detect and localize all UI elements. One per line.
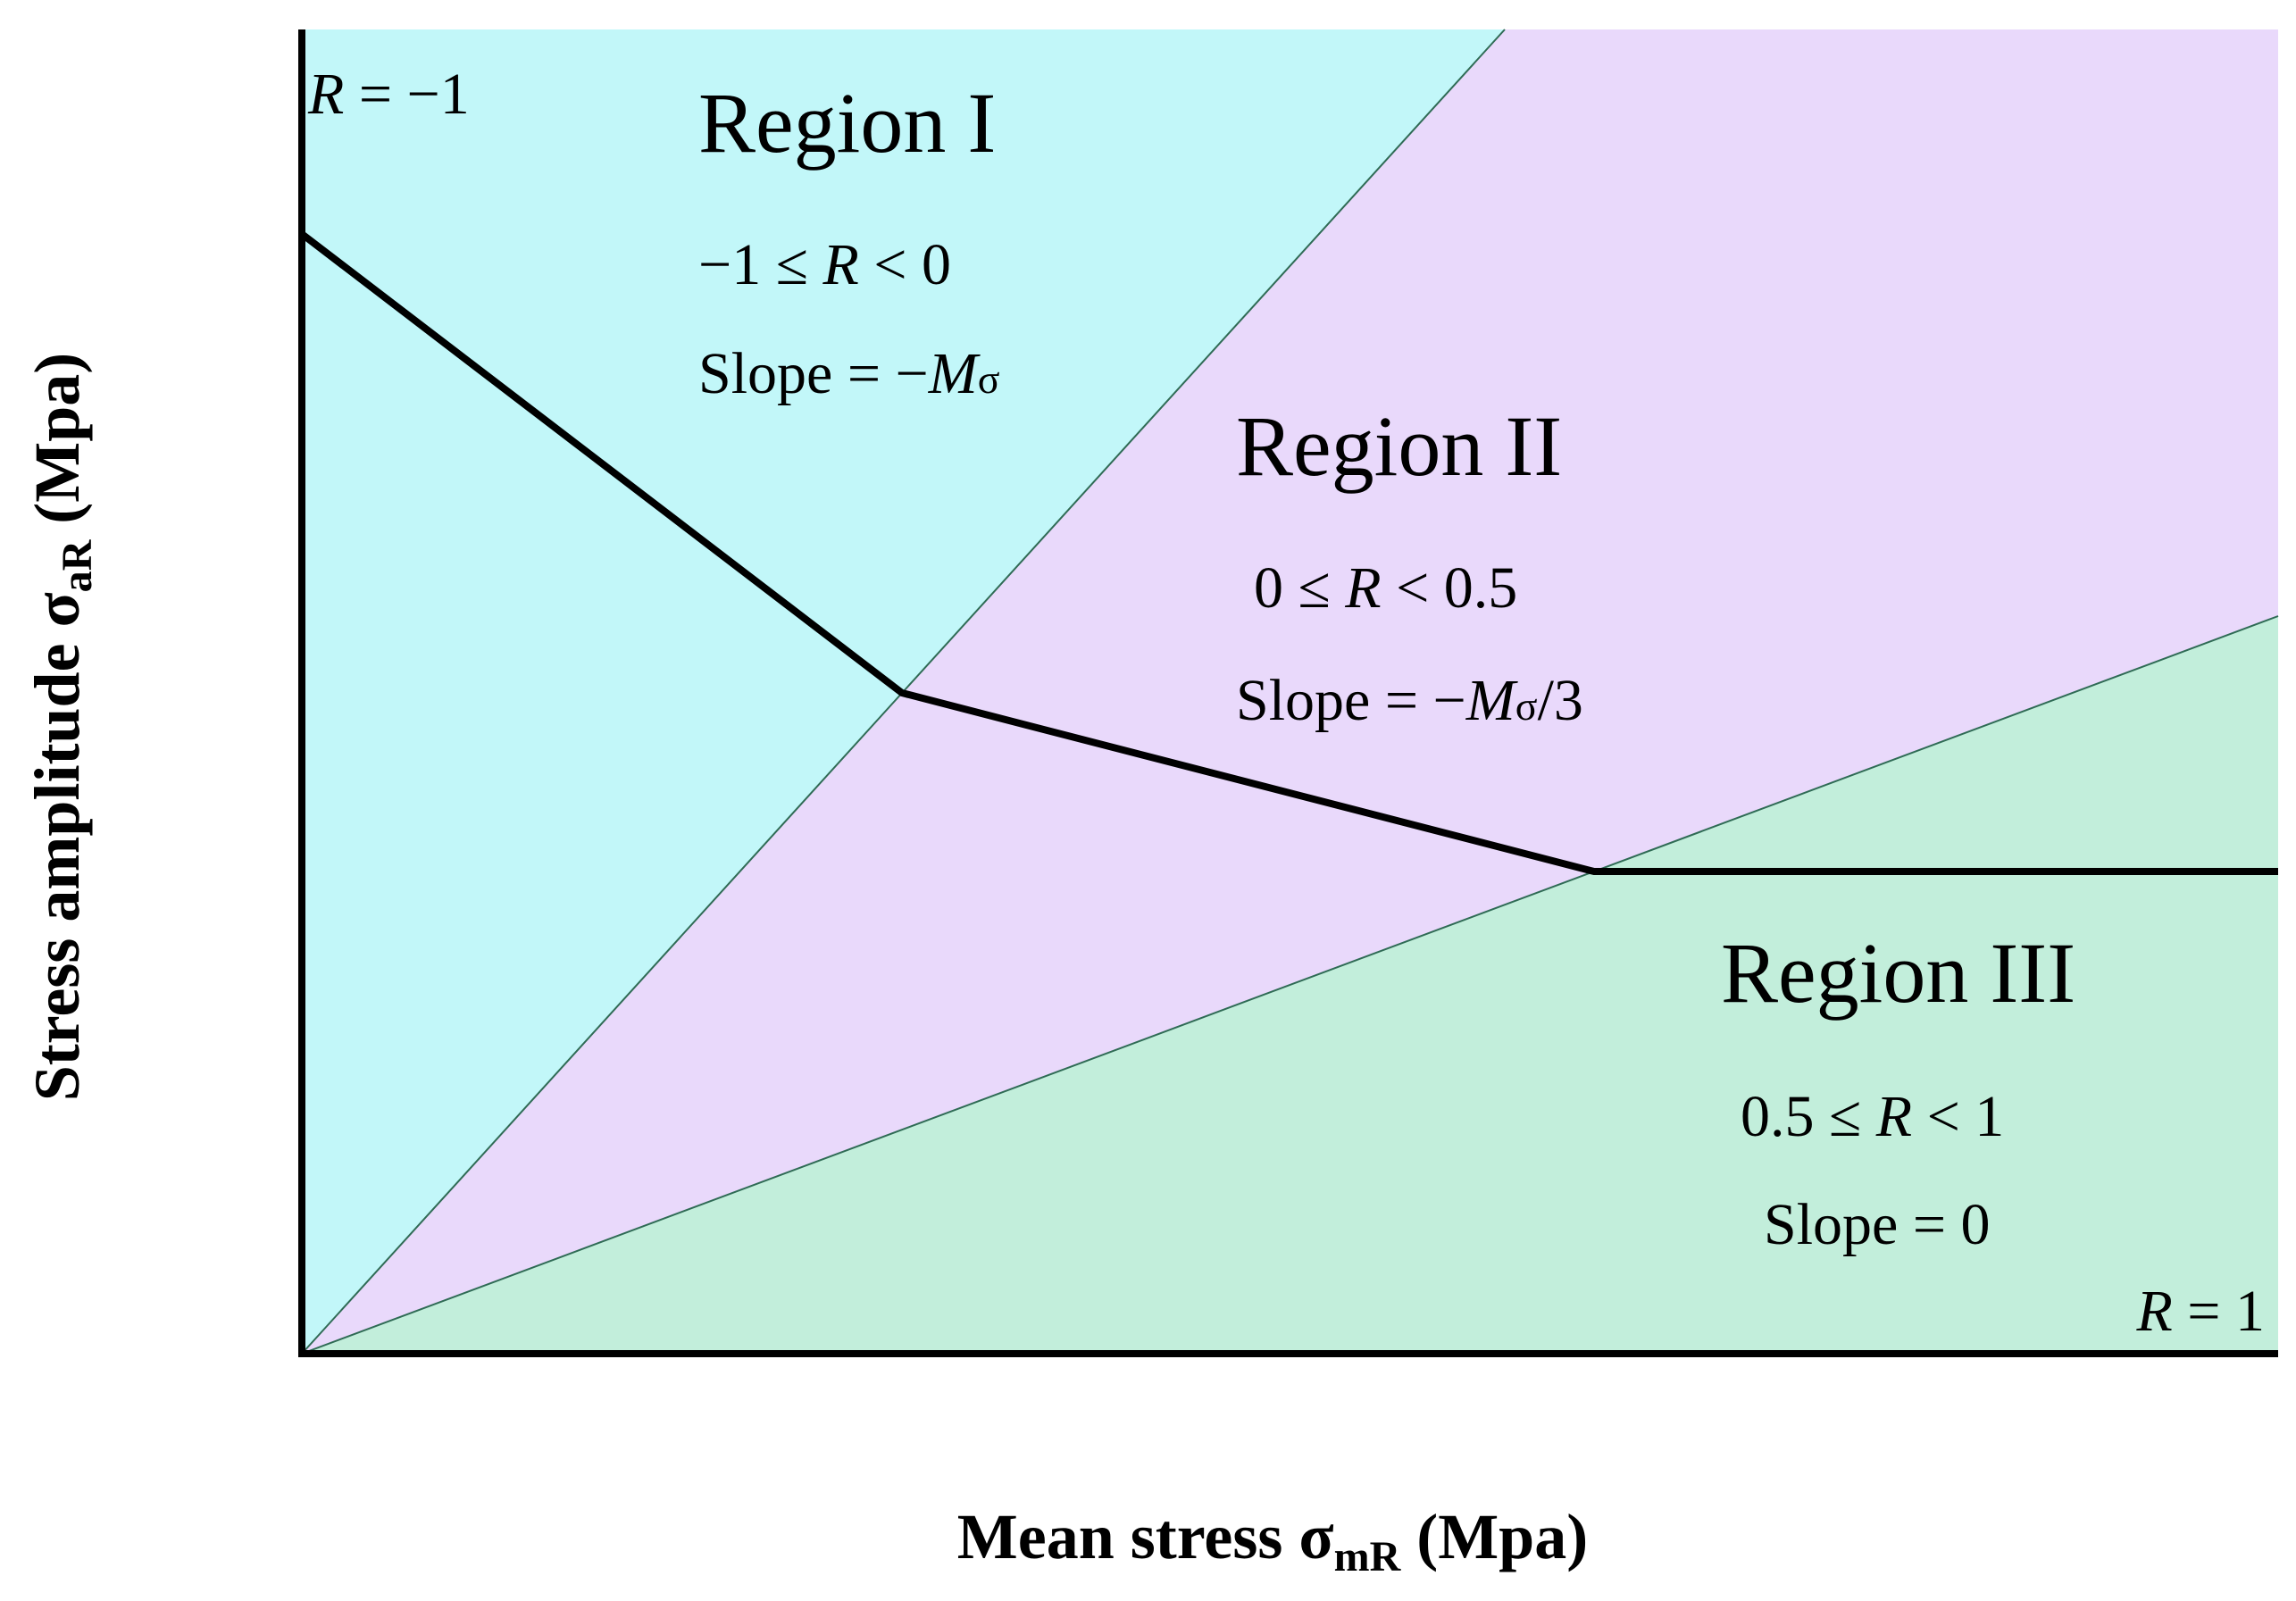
region-2-range: 0 ≤ R < 0.5 xyxy=(1254,555,1517,621)
slope-prefix: Slope = 0 xyxy=(1764,1192,1991,1257)
region-3-title: Region III xyxy=(1721,925,2075,1021)
fatigue-limit-curve xyxy=(299,230,2278,875)
y-axis-title-unit: (Mpa) xyxy=(21,353,93,540)
region-1-range: −1 ≤ R < 0 xyxy=(698,232,951,297)
x-axis-title-main: Mean stress σ xyxy=(957,1501,1334,1572)
region-1-slope: Slope = −Mσ xyxy=(698,341,1000,406)
region-3-slope: Slope = 0 xyxy=(1764,1192,1991,1257)
slope-prefix: Slope = − xyxy=(698,341,929,406)
r-relation: = 1 xyxy=(2173,1279,2265,1344)
range-suffix: < 0 xyxy=(859,232,951,297)
range-suffix: < 0.5 xyxy=(1382,555,1518,621)
slope-subscript: σ xyxy=(1515,683,1538,729)
range-prefix: 0.5 ≤ xyxy=(1741,1084,1876,1149)
r-relation: = −1 xyxy=(344,62,469,127)
x-axis-title-subscript: mR xyxy=(1334,1533,1402,1580)
range-prefix: −1 ≤ xyxy=(698,232,822,297)
slope-suffix: /3 xyxy=(1538,668,1583,733)
region-2-title: Region II xyxy=(1236,398,1562,494)
y-axis-title-subscript: aR xyxy=(54,538,101,592)
r-variable: R xyxy=(307,62,344,127)
slope-variable: M xyxy=(1465,668,1519,733)
r-half-boundary-line xyxy=(301,615,2279,1355)
slope-prefix: Slope = − xyxy=(1236,668,1466,733)
region-3-range: 0.5 ≤ R < 1 xyxy=(1741,1084,2004,1149)
range-variable: R xyxy=(822,232,858,297)
x-axis-title: Mean stress σmR (Mpa) xyxy=(957,1501,1588,1580)
region-2-slope: Slope = −Mσ/3 xyxy=(1236,668,1583,733)
range-variable: R xyxy=(1344,555,1381,621)
r-variable: R xyxy=(2135,1279,2172,1344)
region-1-title: Region I xyxy=(698,75,996,171)
r-minus-one-label: R = −1 xyxy=(307,62,470,127)
slope-variable: M xyxy=(928,341,981,406)
range-variable: R xyxy=(1875,1084,1912,1149)
slope-subscript: σ xyxy=(978,356,1000,402)
y-axis-title: Stress amplitude σaR (Mpa) xyxy=(21,353,101,1102)
r-one-label: R = 1 xyxy=(2135,1279,2265,1344)
range-suffix: < 1 xyxy=(1912,1084,2004,1149)
range-prefix: 0 ≤ xyxy=(1254,555,1345,621)
x-axis-title-unit: (Mpa) xyxy=(1400,1501,1588,1572)
region-2-area xyxy=(302,29,2278,1354)
y-axis-title-main: Stress amplitude σ xyxy=(21,592,93,1101)
